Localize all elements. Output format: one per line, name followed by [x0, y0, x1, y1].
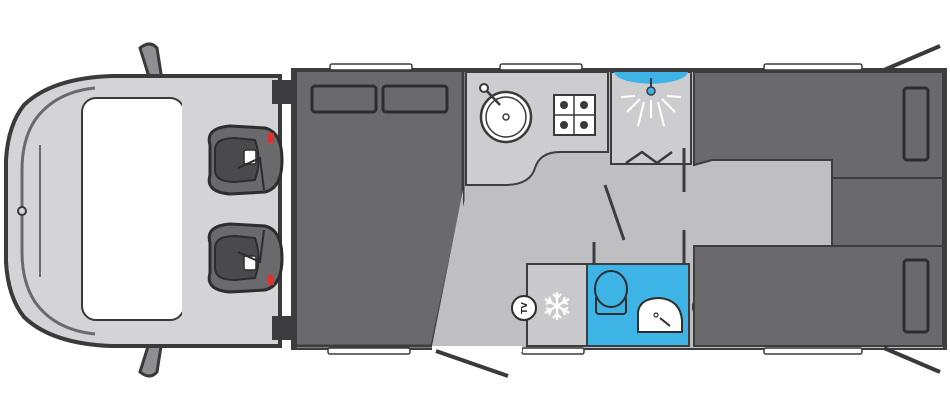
- passenger-seat-icon: [207, 222, 284, 294]
- rear-bed-bottom: [693, 245, 944, 347]
- habitation-area: TV TV: [291, 44, 947, 378]
- window-bottom-3: [763, 347, 863, 355]
- fridge: [526, 263, 588, 347]
- shower-icon: [610, 71, 692, 165]
- window-top-1: [329, 63, 413, 71]
- pillow-bottom: [902, 258, 930, 334]
- cab-emblem: [17, 206, 27, 216]
- driver-seat-icon: [207, 124, 284, 196]
- washroom: [586, 263, 690, 347]
- window-bottom-1: [327, 347, 411, 355]
- tv-label-left: TV: [520, 301, 529, 313]
- tv-icon: TV: [511, 295, 537, 321]
- rear-door-top: [883, 44, 941, 72]
- lounge-bed: [297, 72, 463, 346]
- cushion-right: [381, 84, 449, 114]
- cab-step-top: [272, 80, 294, 104]
- cab-step-bottom: [272, 316, 294, 340]
- windscreen: [81, 97, 185, 321]
- mirror-bottom: [138, 338, 164, 378]
- cushion-left: [310, 84, 378, 114]
- window-bottom-2: [521, 347, 585, 355]
- floor-wedge: [432, 190, 463, 346]
- cab: [4, 42, 294, 378]
- rear-bed-top: [693, 71, 944, 179]
- washroom-door: [603, 184, 626, 241]
- washbasin-icon: [637, 296, 683, 333]
- window-top-3: [763, 63, 863, 71]
- rear-bed-infill: [831, 177, 944, 247]
- sink-icon: [479, 83, 533, 144]
- mirror-top: [138, 42, 164, 82]
- window-top-2: [499, 63, 583, 71]
- hob-icon: [553, 94, 596, 136]
- entrance-door: [432, 346, 522, 378]
- toilet-icon: [594, 270, 628, 315]
- snowflake-icon: [544, 292, 570, 320]
- pillow-top: [902, 86, 930, 162]
- rear-door-bottom: [883, 346, 941, 374]
